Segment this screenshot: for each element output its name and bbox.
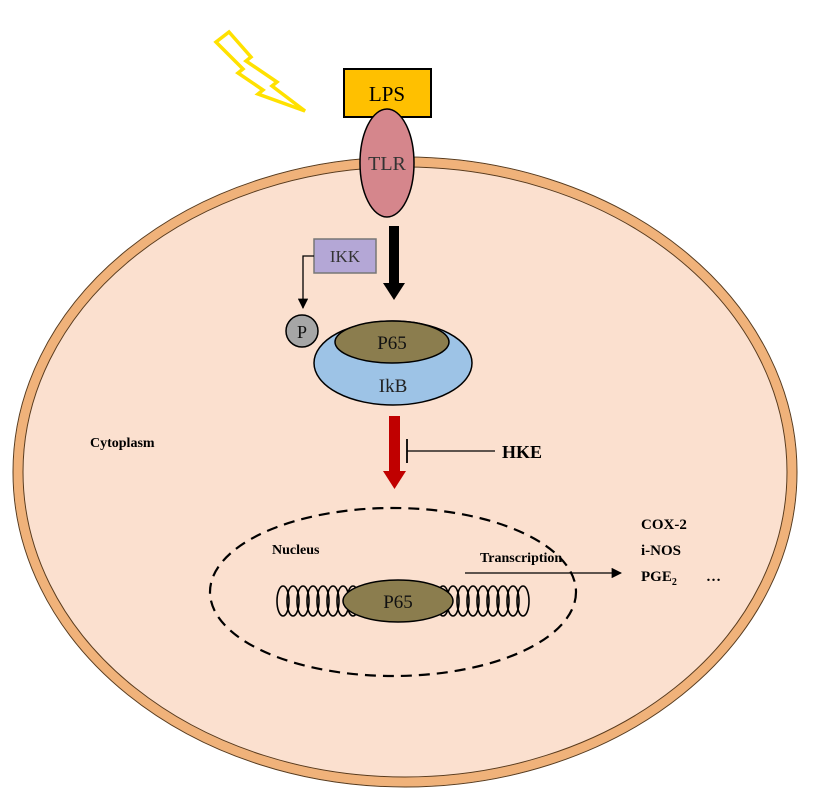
tlr-arrow-head	[383, 283, 405, 300]
p65-protein-cytoplasm	[334, 320, 450, 364]
product-pge-base: PGE	[641, 569, 672, 585]
transcription-label: Transcription	[480, 551, 562, 566]
dna-helix-loop	[286, 585, 300, 617]
tlr-label: TLR	[368, 153, 406, 175]
product-more: …	[706, 569, 721, 585]
nucleus-envelope	[208, 506, 578, 678]
p65-label-cytoplasm: P65	[377, 333, 407, 354]
ikk-label: IKK	[330, 247, 361, 266]
dna-helix-loop	[296, 585, 310, 617]
dna-helix-loop	[306, 585, 320, 617]
dna-helix-loop	[456, 585, 470, 617]
p65-label-nucleus: P65	[383, 592, 413, 613]
translocation-arrow-shaft	[389, 416, 400, 474]
dna-helix-loop	[316, 585, 330, 617]
ikb-label: IkB	[379, 376, 408, 397]
product-pge-subscript: 2	[672, 577, 677, 588]
dna-helix-loop	[496, 585, 510, 617]
product-pge: PGE2	[641, 569, 677, 588]
translocation-arrow-head	[383, 471, 406, 489]
dna-helix-loop	[276, 585, 290, 617]
hke-label: HKE	[502, 442, 542, 462]
product-cox2: COX-2	[641, 517, 687, 533]
phosphate-label: P	[297, 322, 307, 342]
dna-helix-loop	[516, 585, 530, 617]
p65-protein-nucleus	[342, 579, 454, 623]
tlr-arrow-shaft	[389, 226, 399, 286]
cytoplasm-label: Cytoplasm	[90, 436, 155, 451]
nucleus-label: Nucleus	[272, 543, 320, 558]
dna-helix-loop	[326, 585, 340, 617]
phosphate-circle	[285, 314, 319, 348]
dna-helix-loop	[476, 585, 490, 617]
lightning-bolt-icon	[213, 29, 307, 113]
dna-helix-loop	[486, 585, 500, 617]
dna-helix-loop	[466, 585, 480, 617]
lps-label: LPS	[369, 82, 405, 106]
ikk-phosphorylation-arrow	[297, 255, 314, 310]
dna-helix-loop	[506, 585, 520, 617]
ikk-box	[313, 238, 377, 274]
product-inos: i-NOS	[641, 543, 681, 559]
tlr-receptor	[359, 108, 415, 218]
